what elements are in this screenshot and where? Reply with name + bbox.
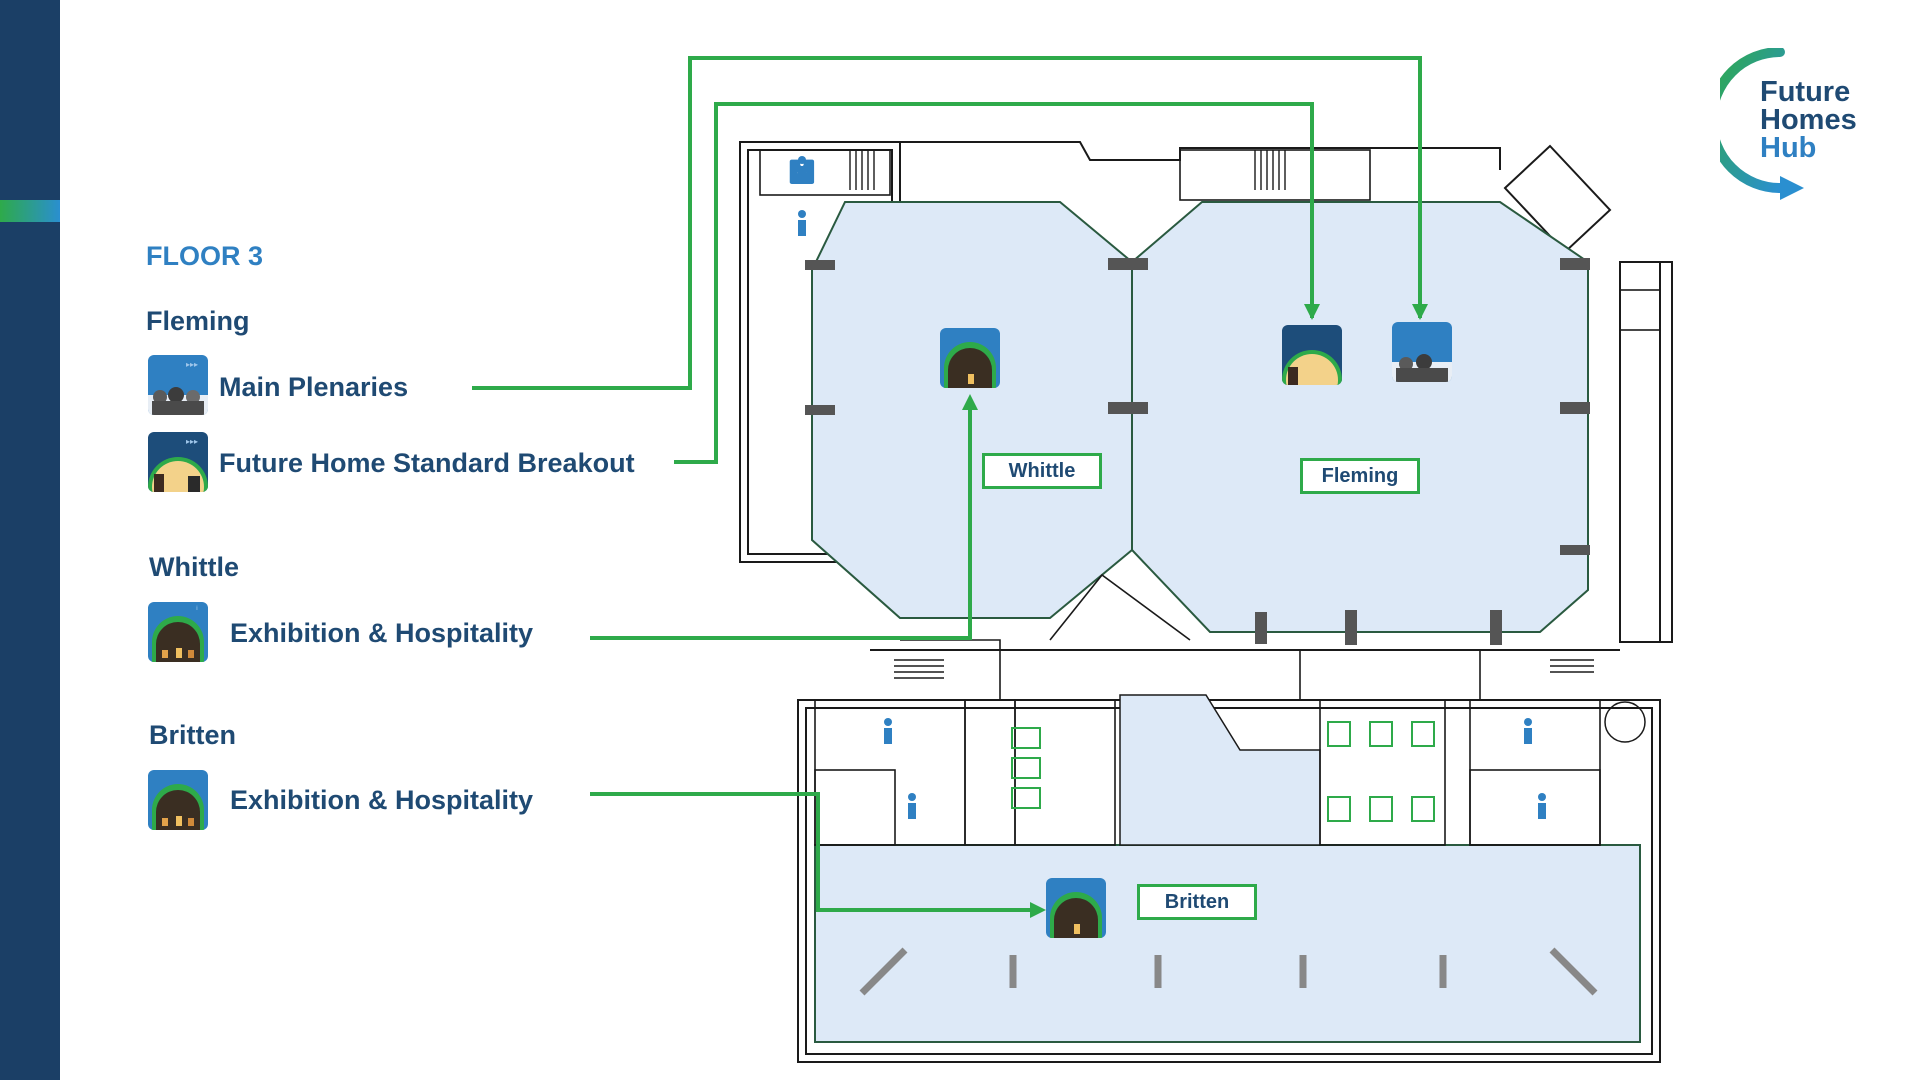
exhibition-hall-icon: [148, 770, 208, 830]
arrow-head: [1030, 902, 1046, 918]
room-tag-britten: Britten: [1137, 884, 1257, 920]
logo-text: Future Homes Hub: [1760, 76, 1857, 164]
legend-fleming-breakout: Future Home Standard Breakout: [219, 448, 635, 478]
arrow-head: [1304, 304, 1320, 320]
svg-text:⁞: ⁞: [196, 605, 198, 612]
arrow-head: [962, 394, 978, 410]
legend-fleming-main-plenaries: Main Plenaries: [219, 372, 409, 402]
audience-icon: [1392, 322, 1452, 382]
room-tag-fleming: Fleming: [1300, 458, 1420, 494]
svg-text:▸▸▸: ▸▸▸: [186, 360, 198, 369]
audience-icon: ▸▸▸: [148, 355, 208, 415]
fleming-hall: [1131, 201, 1589, 633]
legend-whittle-title: Whittle: [149, 552, 239, 582]
speaker-stage-icon: ▸▸▸: [148, 432, 208, 492]
legend-britten-title: Britten: [149, 720, 236, 750]
legend-fleming-title: Fleming: [146, 306, 250, 336]
speaker-stage-icon: [1282, 325, 1342, 385]
connector-main-plenaries: [472, 56, 1422, 390]
svg-text:▸▸▸: ▸▸▸: [186, 437, 198, 446]
britten-hall: [814, 844, 1641, 1043]
exhibition-hall-icon: [1046, 878, 1106, 938]
exhibition-hall-icon: ⁞: [148, 602, 208, 662]
sidebar-band: [0, 0, 60, 1080]
connector-whittle: [590, 398, 972, 640]
exhibition-hall-icon: [940, 328, 1000, 388]
floor-label: FLOOR 3: [146, 241, 264, 271]
legend-whittle-exhibition: Exhibition & Hospitality: [230, 618, 534, 648]
room-tag-whittle: Whittle: [982, 453, 1102, 489]
connector-breakout: [674, 102, 1314, 464]
future-homes-hub-logo: [1720, 48, 1804, 200]
arrow-head: [1412, 304, 1428, 320]
sidebar-accent-stripe: [0, 200, 60, 222]
connector-britten: [590, 792, 1040, 912]
legend-britten-exhibition: Exhibition & Hospitality: [230, 785, 534, 815]
